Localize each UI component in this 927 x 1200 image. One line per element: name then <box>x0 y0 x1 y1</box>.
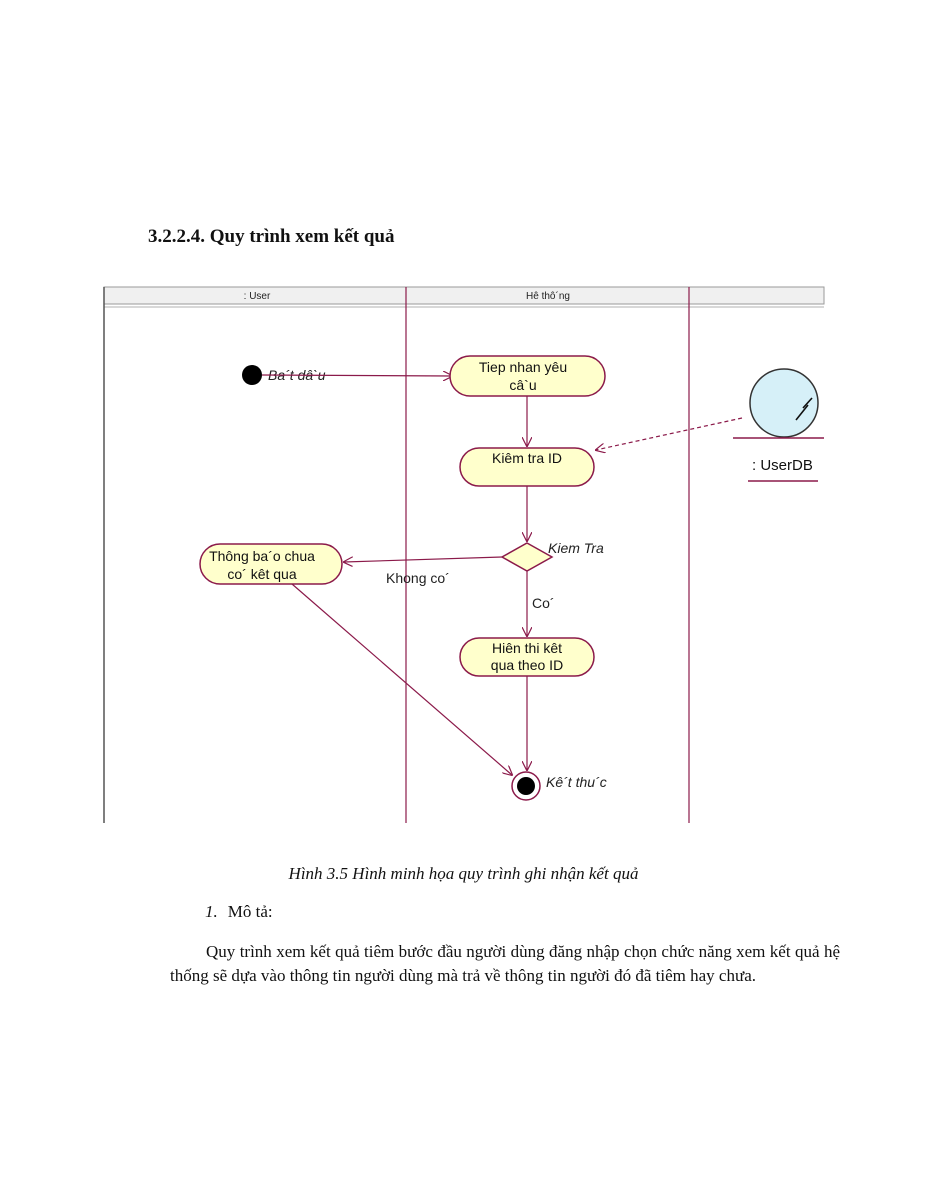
activity-notify-no-result <box>199 543 343 585</box>
flow-start-receive <box>261 375 452 376</box>
end-node-inner <box>517 777 535 795</box>
list-label: Mô tả: <box>227 902 273 921</box>
activity-receive-line2: câ`u <box>509 377 536 393</box>
list-number: 1. <box>205 902 218 921</box>
figure-caption: Hình 3.5 Hình minh họa quy trình ghi nhậ… <box>288 864 639 883</box>
flow-notify-end <box>291 583 512 775</box>
guard-yes-label: Co´ <box>532 595 555 611</box>
activity-show-line2: qua theo ID <box>491 657 563 673</box>
lane-user-label: : User <box>244 291 271 302</box>
lane-system-label: Hê thô´ng <box>526 290 570 302</box>
end-label: Kê´t thu´c <box>546 774 607 790</box>
start-node <box>242 365 262 385</box>
activity-receive-line1: Tiep nhan yêu <box>479 359 567 375</box>
activity-show-line1: Hiên thi kêt <box>492 640 562 656</box>
decision-node <box>500 542 554 572</box>
lane-header <box>103 286 825 305</box>
activity-notify-line1: Thông ba´o chua <box>209 548 315 564</box>
section-heading: 3.2.2.4. Quy trình xem kết quả <box>148 226 395 247</box>
description-paragraph: Quy trình xem kết quả tiêm bước đầu ngườ… <box>170 942 840 985</box>
decision-label: Kiem Tra <box>548 540 604 556</box>
activity-diagram: : User Hê thô´ng Ba´t dâ`u Tiep nhan yêu… <box>103 286 825 823</box>
activity-check-id-label: Kiêm tra ID <box>492 450 562 466</box>
list-item-description: 1. Mô tả: <box>205 902 273 922</box>
flow-userdb-check <box>596 417 743 450</box>
entity-userdb <box>749 368 819 438</box>
flow-decision-no <box>344 556 503 562</box>
entity-userdb-label: : UserDB <box>752 457 813 474</box>
activity-notify-line2: co´ kêt qua <box>227 566 296 582</box>
guard-no-label: Khong co´ <box>386 570 450 586</box>
